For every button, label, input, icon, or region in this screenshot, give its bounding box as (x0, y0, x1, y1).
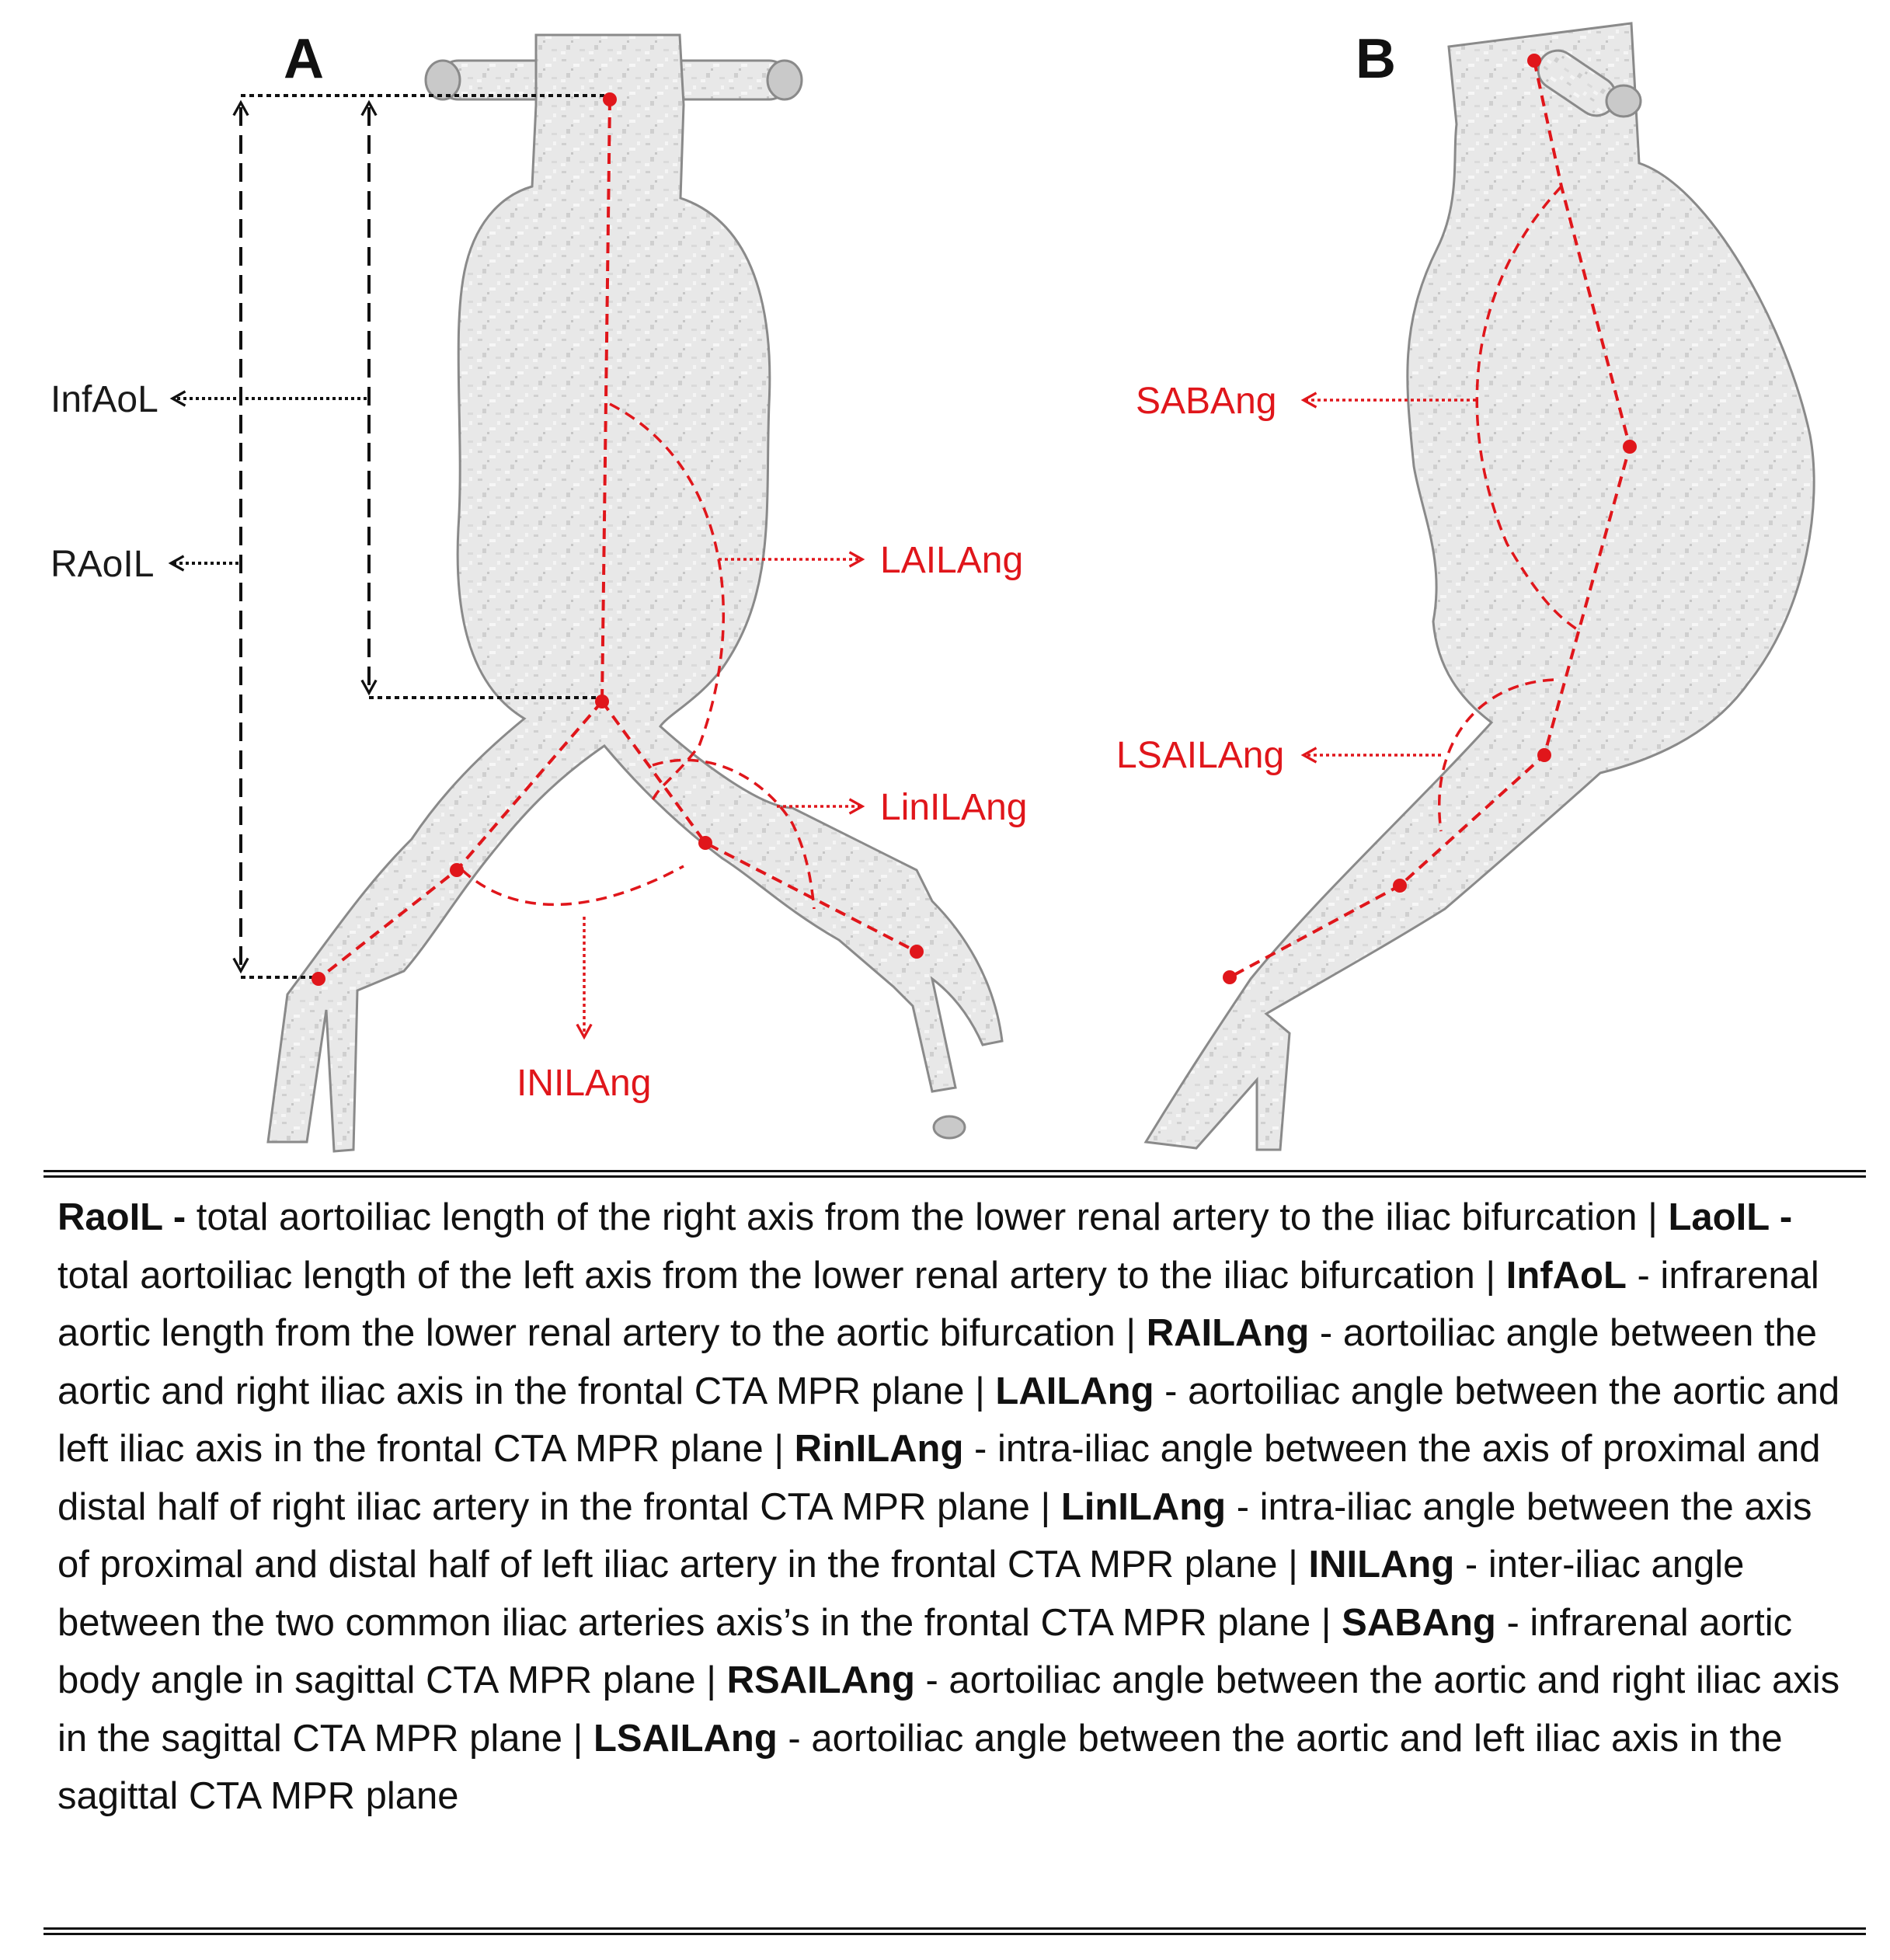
angle-pointers-a (576, 551, 865, 1040)
centerline-points-a (312, 92, 924, 986)
legend-term: RAILAng (1146, 1312, 1310, 1354)
linilang-label: LinILAng (880, 787, 1028, 828)
legend-desc: - intra-iliac angle between the axis of … (57, 1485, 1812, 1586)
legend-term: INILAng (1308, 1544, 1455, 1586)
legend-box: RaoIL - total aortoiliac length of the r… (44, 1170, 1866, 1935)
infaol-label: InfAoL (50, 379, 158, 420)
legend-bottom-rule (44, 1927, 1866, 1935)
legend-term: LSAILAng (593, 1717, 778, 1760)
legend-term: LinILAng (1060, 1485, 1227, 1528)
lailang-label: LAILAng (880, 540, 1023, 581)
legend-desc: total aortoiliac length of the left axis… (57, 1254, 1506, 1297)
legend-desc: total aortoiliac length of the right axi… (186, 1196, 1669, 1238)
panel-a-letter: A (284, 28, 324, 90)
inilang-label: INILAng (517, 1063, 651, 1104)
panel-b-letter: B (1356, 28, 1396, 90)
figure: A InfAoL RAoIL (50, 22, 1815, 1153)
legend-term: RaoIL - (57, 1196, 186, 1238)
aortoiliac-diagram: A InfAoL RAoIL (50, 22, 1815, 1153)
angle-pointers-b (1300, 392, 1476, 764)
centerline-points-b (1223, 54, 1637, 984)
legend-desc: - infrarenal aortic length from the lowe… (57, 1254, 1819, 1355)
lsailang-label: LSAILAng (1116, 735, 1284, 776)
raoil-label: RAoIL (50, 544, 154, 585)
aorta-vessel-sagittal (1143, 22, 1815, 1151)
legend-desc: - intra-iliac angle between the axis of … (57, 1428, 1821, 1528)
left-branch-stump (932, 1115, 966, 1140)
length-measurement (168, 94, 610, 979)
legend-term: LaoIL - (1668, 1196, 1793, 1238)
legend-desc: - infrarenal aortic body angle in sagitt… (57, 1601, 1793, 1702)
legend-desc: - aortoiliac angle between the aortic an… (57, 1659, 1840, 1760)
branch-stump-b (1605, 84, 1642, 118)
legend-term: RSAILAng (726, 1659, 915, 1701)
legend-term: LAILAng (995, 1370, 1154, 1412)
legend-desc: - aortoiliac angle between the aortic an… (57, 1370, 1840, 1471)
panel-b: B SABAng LSAILAng (1116, 22, 1815, 1151)
legend-term: SABAng (1342, 1601, 1496, 1644)
legend-desc: - inter-iliac angle between the two comm… (57, 1544, 1745, 1644)
legend-desc: - aortoiliac angle between the aortic an… (57, 1312, 1818, 1412)
legend-text: RaoIL - total aortoiliac length of the r… (57, 1189, 1844, 1826)
sabang-label: SABAng (1136, 381, 1276, 422)
legend-top-rule (44, 1170, 1866, 1178)
aorta-vessel (266, 33, 1004, 1153)
panel-a: A InfAoL RAoIL (50, 28, 1028, 1153)
legend-term: RinILAng (794, 1428, 964, 1470)
legend-term: InfAoL (1505, 1254, 1627, 1297)
legend-desc: - aortoiliac angle between the aortic an… (57, 1717, 1783, 1818)
centerline-b (1229, 60, 1632, 979)
